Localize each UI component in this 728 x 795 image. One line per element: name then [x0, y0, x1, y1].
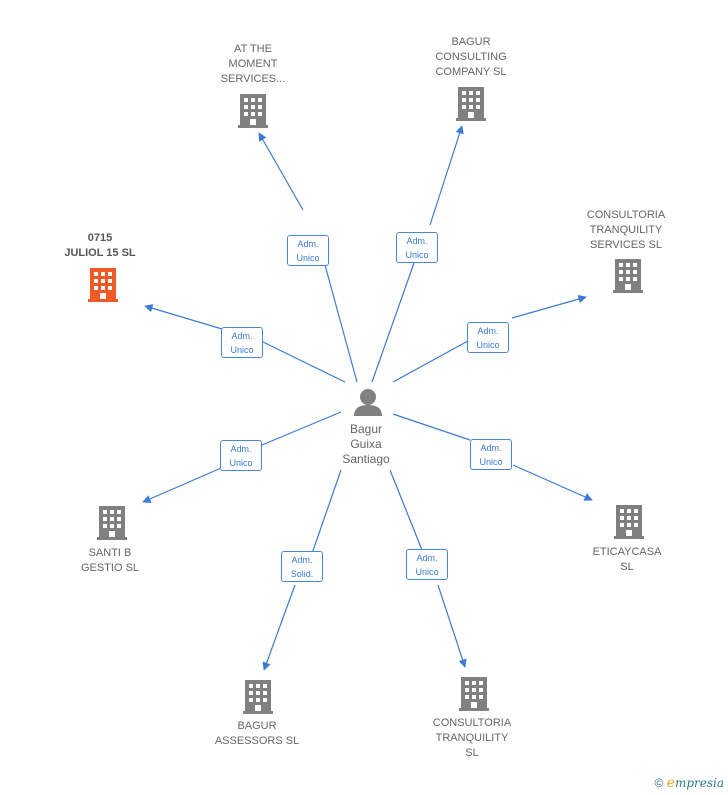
edge-0715-juliol — [145, 306, 346, 383]
building-icon[interactable] — [243, 680, 273, 714]
company-label-at-the-moment[interactable]: AT THE MOMENT SERVICES... — [220, 43, 286, 85]
person-icon — [354, 389, 382, 416]
edge-at-the-moment — [259, 133, 358, 383]
edge-bagur-assessors — [264, 469, 342, 670]
building-icon[interactable] — [614, 505, 644, 539]
building-icon[interactable] — [97, 506, 127, 540]
building-icon[interactable] — [459, 677, 489, 711]
company-label-0715-juliol[interactable]: 0715 JULIOL 15 SL — [64, 232, 136, 259]
brand-initial: e — [666, 775, 675, 791]
company-label-bagur-consulting[interactable]: BAGUR CONSULTING COMPANY SL — [435, 36, 507, 78]
relation-label-0715-juliol: Adm. Unico — [221, 327, 263, 358]
relation-label-bagur-assessors: Adm. Solid. — [281, 551, 323, 582]
brand-name: mpresia — [674, 776, 724, 790]
relation-label-bagur-consulting: Adm. Unico — [396, 232, 438, 263]
footer-brand: © empresia — [654, 775, 724, 791]
relation-label-consultoria-tranquility: Adm. Unico — [406, 549, 448, 580]
center-person-name[interactable]: Bagur Guixa Santiago — [342, 422, 390, 466]
company-label-santi-b-gestio[interactable]: SANTI B GESTIO SL — [80, 547, 140, 574]
relation-label-santi-b-gestio: Adm. Unico — [220, 440, 262, 471]
edge-eticaycasa — [392, 413, 592, 500]
building-icon[interactable] — [456, 87, 486, 121]
company-label-bagur-assessors[interactable]: BAGUR ASSESSORS SL — [214, 720, 300, 747]
building-icon[interactable] — [238, 94, 268, 128]
company-label-consultoria-tranquility-services[interactable]: CONSULTORIA TRANQUILITY SERVICES SL — [586, 209, 666, 251]
relation-label-at-the-moment: Adm. Unico — [287, 235, 329, 266]
edge-santi-b-gestio — [143, 411, 342, 502]
company-label-eticaycasa[interactable]: ETICAYCASA SL — [592, 546, 662, 573]
edge-bagur-consulting — [371, 126, 462, 383]
relation-label-consultoria-tranquility-services: Adm. Unico — [467, 322, 509, 353]
company-label-consultoria-tranquility[interactable]: CONSULTORIA TRANQUILITY SL — [432, 717, 512, 759]
copyright-icon: © — [654, 776, 664, 790]
building-icon[interactable] — [613, 259, 643, 293]
relation-label-eticaycasa: Adm. Unico — [470, 439, 512, 470]
building-icon[interactable] — [88, 268, 118, 302]
